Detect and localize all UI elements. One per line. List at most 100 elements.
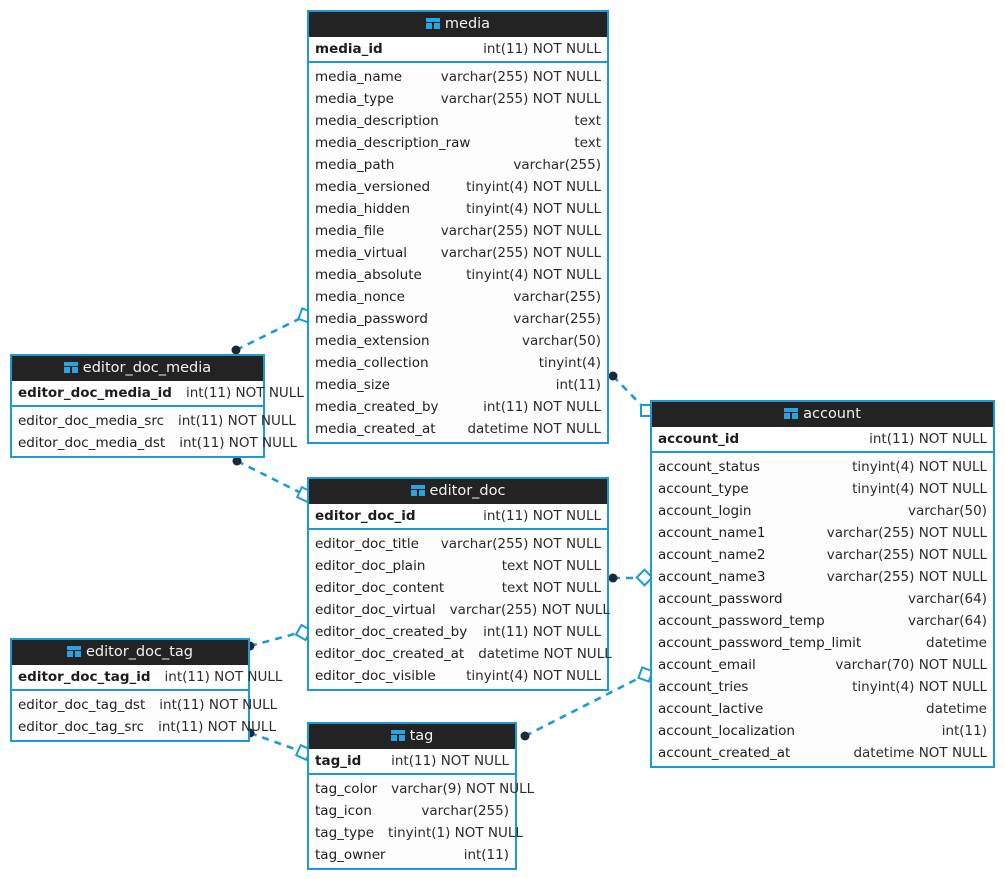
column-name: media_description_raw xyxy=(315,135,471,151)
column-name: media_size xyxy=(315,377,390,393)
column-name: media_hidden xyxy=(315,201,411,217)
column-row: editor_doc_media_dst int(11) NOT NULL xyxy=(12,432,297,454)
column-name: editor_doc_media_src xyxy=(18,413,164,429)
primary-key-row: editor_doc_id int(11) NOT NULL xyxy=(309,504,607,530)
column-name: account_lactive xyxy=(658,701,764,717)
column-type: text xyxy=(574,113,601,129)
primary-key-row: media_id int(11) NOT NULL xyxy=(309,37,607,63)
column-name: editor_doc_visible xyxy=(315,668,436,684)
column-type: int(11) xyxy=(941,723,987,739)
column-name: editor_doc_created_at xyxy=(315,646,465,662)
entity-account[interactable]: account account_id int(11) NOT NULL acco… xyxy=(650,400,995,768)
column-name: media_description xyxy=(315,113,439,129)
column-row: account_tries tinyint(4) NOT NULL xyxy=(652,676,993,698)
column-type: varchar(255) xyxy=(513,311,601,327)
relationship-media-to-account[interactable] xyxy=(608,371,653,417)
column-type: varchar(9) NOT NULL xyxy=(391,781,535,797)
column-name: media_id xyxy=(315,41,383,57)
column-name: editor_doc_media_dst xyxy=(18,435,166,451)
column-name: media_versioned xyxy=(315,179,431,195)
table-icon xyxy=(67,646,81,657)
column-type: int(11) NOT NULL xyxy=(178,413,296,429)
column-type: tinyint(4) NOT NULL xyxy=(852,481,987,497)
column-name: editor_doc_id xyxy=(315,508,416,524)
entity-header-account: account xyxy=(652,402,993,427)
entity-editor-doc-media[interactable]: editor_doc_media editor_doc_media_id int… xyxy=(10,354,304,458)
column-name: account_name1 xyxy=(658,525,766,541)
column-type: int(11) NOT NULL xyxy=(391,753,509,769)
column-name: media_nonce xyxy=(315,289,405,305)
edge-dot-marker xyxy=(608,371,618,381)
column-type: text NOT NULL xyxy=(501,558,601,574)
column-type: tinyint(4) NOT NULL xyxy=(852,679,987,695)
entity-media[interactable]: media media_id int(11) NOT NULL media_na… xyxy=(307,10,609,444)
entity-header-media: media xyxy=(309,12,607,37)
column-name: media_type xyxy=(315,91,394,107)
entity-title: tag xyxy=(409,728,434,744)
column-name: editor_doc_tag_id xyxy=(18,669,151,685)
entity-title: editor_doc_media xyxy=(82,360,212,376)
entity-title: account xyxy=(803,406,861,422)
edge-line xyxy=(612,375,648,412)
column-type: int(11) NOT NULL xyxy=(483,41,601,57)
column-name: tag_owner xyxy=(315,847,386,863)
column-name: account_password_temp_limit xyxy=(658,635,862,651)
column-type: text xyxy=(574,135,601,151)
column-name: account_password_temp xyxy=(658,613,825,629)
column-type: tinyint(1) NOT NULL xyxy=(388,825,523,841)
column-name: media_created_by xyxy=(315,399,439,415)
column-name: account_tries xyxy=(658,679,749,695)
column-row: editor_doc_media_src int(11) NOT NULL xyxy=(12,410,296,432)
column-row: media_description text xyxy=(309,110,607,132)
edge-line xyxy=(235,315,304,352)
column-type: int(11) NOT NULL xyxy=(483,624,601,640)
column-name: account_email xyxy=(658,657,756,673)
column-name: media_path xyxy=(315,157,395,173)
primary-key-row: editor_doc_media_id int(11) NOT NULL xyxy=(12,381,304,407)
edge-dot-marker xyxy=(520,731,530,741)
relationship-editor-doc-to-account[interactable] xyxy=(608,568,654,587)
relationship-editor-doc-media-to-editor-doc[interactable] xyxy=(232,456,314,504)
entity-title: editor_doc xyxy=(429,483,506,499)
column-name: editor_doc_content xyxy=(315,580,445,596)
column-type: int(11) NOT NULL xyxy=(869,431,987,447)
column-type: tinyint(4) NOT NULL xyxy=(852,459,987,475)
column-name: tag_icon xyxy=(315,803,372,819)
relationship-editor-doc-tag-to-editor-doc[interactable] xyxy=(245,623,313,651)
column-type: varchar(255) NOT NULL xyxy=(440,245,601,261)
column-name: tag_id xyxy=(315,753,362,769)
entity-editor-doc-tag[interactable]: editor_doc_tag editor_doc_tag_id int(11)… xyxy=(10,638,282,742)
entity-header-editor-doc: editor_doc xyxy=(309,479,607,504)
column-type: varchar(64) xyxy=(907,591,987,607)
relationship-editor-doc-media-to-media[interactable] xyxy=(231,307,314,355)
edge-line xyxy=(236,459,304,496)
entity-editor-doc[interactable]: editor_doc editor_doc_id int(11) NOT NUL… xyxy=(307,477,612,691)
column-type: varchar(255) xyxy=(421,803,509,819)
column-type: int(11) NOT NULL xyxy=(179,435,298,451)
column-name: account_name2 xyxy=(658,547,766,563)
primary-key-row: editor_doc_tag_id int(11) NOT NULL xyxy=(12,665,282,691)
column-name: media_absolute xyxy=(315,267,422,283)
column-name: media_collection xyxy=(315,355,429,371)
column-name: media_extension xyxy=(315,333,430,349)
column-type: int(11) NOT NULL xyxy=(164,669,283,685)
column-type: varchar(64) xyxy=(907,613,987,629)
table-icon xyxy=(784,408,799,419)
